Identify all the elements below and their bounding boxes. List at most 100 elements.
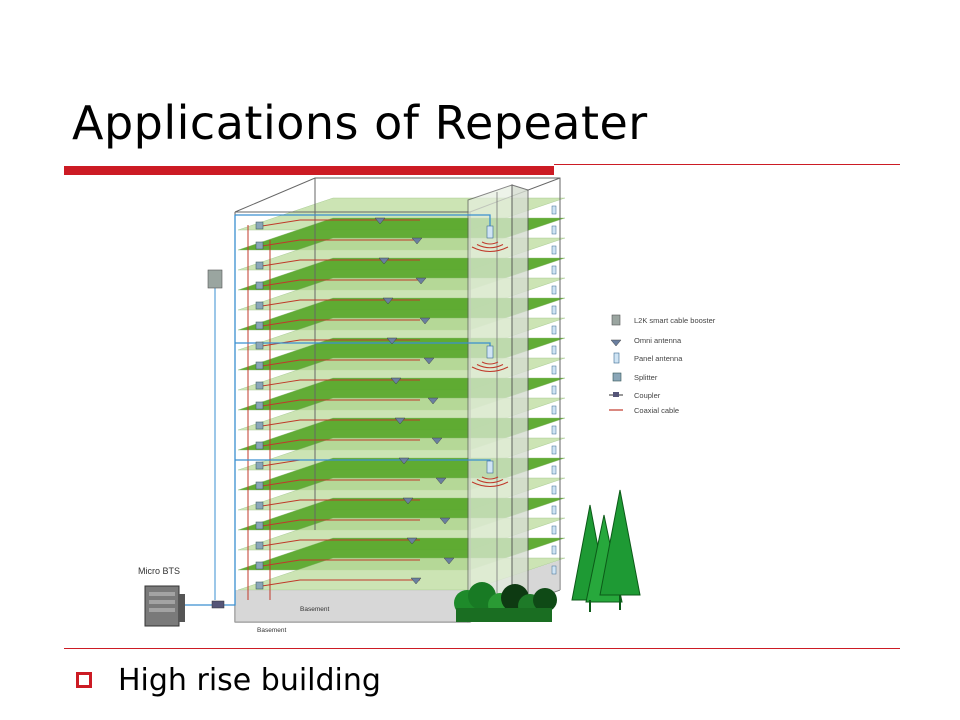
booster-icon <box>611 314 621 326</box>
title-underline-thick <box>64 166 554 175</box>
panel-antenna-icon <box>551 405 557 415</box>
signal-wave <box>476 479 504 484</box>
bullet-text: High rise building <box>118 662 381 698</box>
omni-antenna-icon <box>427 397 439 405</box>
splitter-icon <box>255 361 264 370</box>
omni-antenna-icon <box>390 377 402 385</box>
coaxial-cable <box>261 399 420 407</box>
splitter-icon <box>255 441 264 450</box>
coaxial-cable <box>261 339 420 347</box>
splitter-icon <box>255 321 264 330</box>
coaxial-cable <box>261 539 420 547</box>
omni-antenna-icon <box>411 237 423 245</box>
panel-antenna-icon <box>551 385 557 395</box>
omni-antenna-icon <box>386 337 398 345</box>
coaxial-cable <box>261 379 420 387</box>
panel-antenna-icon <box>551 325 557 335</box>
omni-antenna-icon <box>443 557 455 565</box>
splitter-icon <box>255 421 264 430</box>
slide-title: Applications of Repeater <box>72 96 648 150</box>
coupler-icon <box>609 392 623 397</box>
coaxial-cable <box>261 359 420 367</box>
booster-icon <box>207 269 223 289</box>
coaxial-cable <box>261 299 420 307</box>
panel-antenna-icon <box>613 352 620 364</box>
splitter-icon <box>255 561 264 570</box>
signal-wave <box>481 361 499 365</box>
signal-wave <box>471 246 509 252</box>
omni-antenna-icon <box>415 277 427 285</box>
feeder-cable <box>235 214 491 230</box>
micro-bts-cabinet <box>144 585 185 627</box>
legend-label: L2K smart cable booster <box>634 316 716 325</box>
splitter-icon <box>255 481 264 490</box>
panel-antenna-icon <box>551 545 557 555</box>
omni-antenna-icon <box>378 257 390 265</box>
omni-antenna-icon <box>398 457 410 465</box>
panel-antenna-icon <box>551 505 557 515</box>
coaxial-cable <box>261 239 420 247</box>
signal-wave <box>471 481 509 487</box>
splitter-icon <box>255 541 264 550</box>
omni-antenna-icon <box>374 217 386 225</box>
panel-antenna-icon <box>486 345 494 359</box>
panel-antenna-icon <box>551 465 557 475</box>
omni-antenna-icon <box>406 537 418 545</box>
vertical-shaft <box>467 184 529 623</box>
bullet-item: High rise building <box>76 660 381 700</box>
panel-antenna-icon <box>551 205 557 215</box>
splitter-icon <box>255 401 264 410</box>
legend-label: Splitter <box>634 373 658 382</box>
splitter-icon <box>255 381 264 390</box>
panel-antenna-icon <box>551 345 557 355</box>
panel-antenna-icon <box>486 225 494 239</box>
splitter-icon <box>255 521 264 530</box>
splitter-icon <box>255 581 264 590</box>
coaxial-cable <box>261 579 420 587</box>
basement-label: Basement <box>300 606 329 613</box>
legend: L2K smart cable booster Omni antenna Pan… <box>609 314 716 415</box>
legend-label: Panel antenna <box>634 354 683 363</box>
coaxial-cable <box>261 279 420 287</box>
panel-antenna-icon <box>551 245 557 255</box>
panel-antenna-icon <box>551 285 557 295</box>
panel-antenna-icon <box>551 485 557 495</box>
omni-antenna-icon <box>435 477 447 485</box>
bullet-square-icon <box>76 672 92 688</box>
splitter-icon <box>255 461 264 470</box>
panel-antenna-icon <box>486 460 494 474</box>
device-markers <box>207 205 557 609</box>
omni-antenna-icon <box>394 417 406 425</box>
panel-antenna-icon <box>551 525 557 535</box>
omni-antenna-icon <box>439 517 451 525</box>
splitter-icon <box>255 241 264 250</box>
signal-wave <box>481 476 499 480</box>
signal-wave <box>481 241 499 245</box>
footer-rule <box>64 648 900 649</box>
omni-antenna-icon <box>423 357 435 365</box>
splitter-icon <box>255 261 264 270</box>
signal-wave <box>476 244 504 249</box>
splitter-icon <box>612 372 622 382</box>
omni-antenna-icon <box>402 497 414 505</box>
legend-label: Coaxial cable <box>634 406 679 415</box>
trees-right <box>571 489 641 612</box>
coupler-icon <box>211 600 225 609</box>
feeder-cable <box>185 215 236 606</box>
panel-antenna-icon <box>551 305 557 315</box>
signal-wave <box>476 364 504 369</box>
legend-label: Omni antenna <box>634 336 682 345</box>
panel-antenna-icon <box>551 425 557 435</box>
omni-antenna-icon <box>419 317 431 325</box>
coaxial-cable <box>261 519 420 527</box>
legend-label: Coupler <box>634 391 661 400</box>
trees-left <box>454 582 557 622</box>
coaxial-cable <box>261 259 420 267</box>
splitter-icon <box>255 301 264 310</box>
panel-antenna-icon <box>551 265 557 275</box>
coaxial-cable <box>261 499 420 507</box>
coaxial-cable <box>261 439 420 447</box>
omni-antenna-icon <box>382 297 394 305</box>
panel-antenna-icon <box>551 445 557 455</box>
